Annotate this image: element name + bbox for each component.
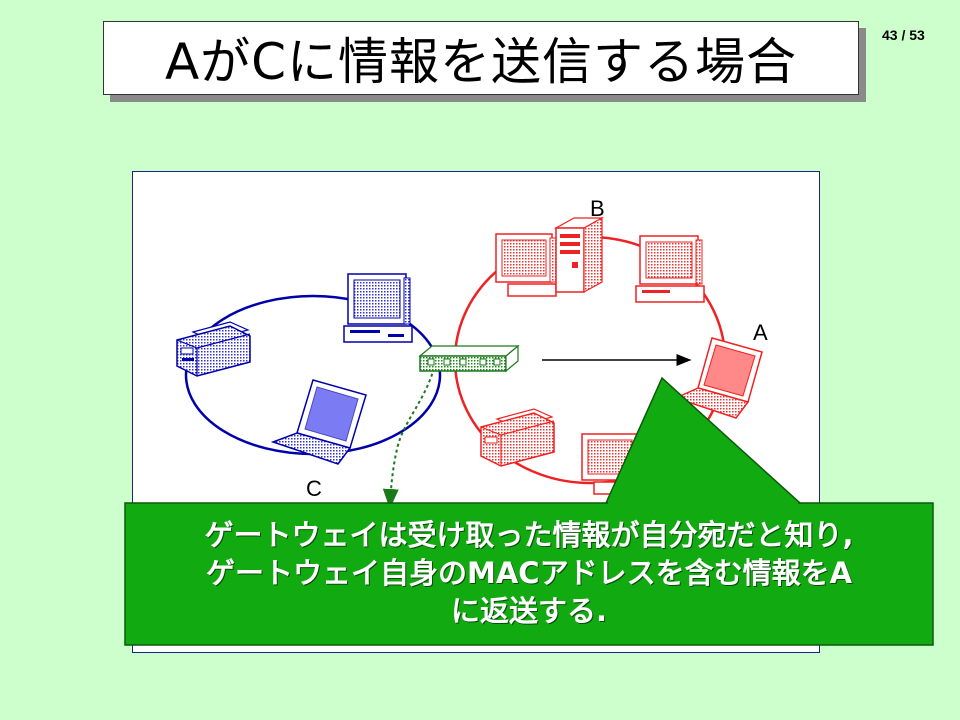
gateway-switch-icon <box>418 344 520 373</box>
laptop-icon <box>673 337 763 419</box>
desktop-computer-icon <box>343 273 413 343</box>
desktop-computer-icon <box>495 233 557 297</box>
printer-icon <box>480 408 555 467</box>
laptop-icon <box>270 379 367 465</box>
node-label-c: C <box>306 476 322 501</box>
desktop-computer-icon <box>635 235 705 303</box>
printer-icon <box>176 321 251 377</box>
page-number: 43 / 53 <box>882 27 925 43</box>
server-tower-icon <box>553 216 605 294</box>
slide-title: AがCに情報を送信する場合 <box>103 21 859 95</box>
callout-box <box>124 376 934 646</box>
gateway-path-arrow <box>382 367 435 509</box>
node-label-a: A <box>753 320 768 345</box>
node-label-b: B <box>590 196 605 221</box>
